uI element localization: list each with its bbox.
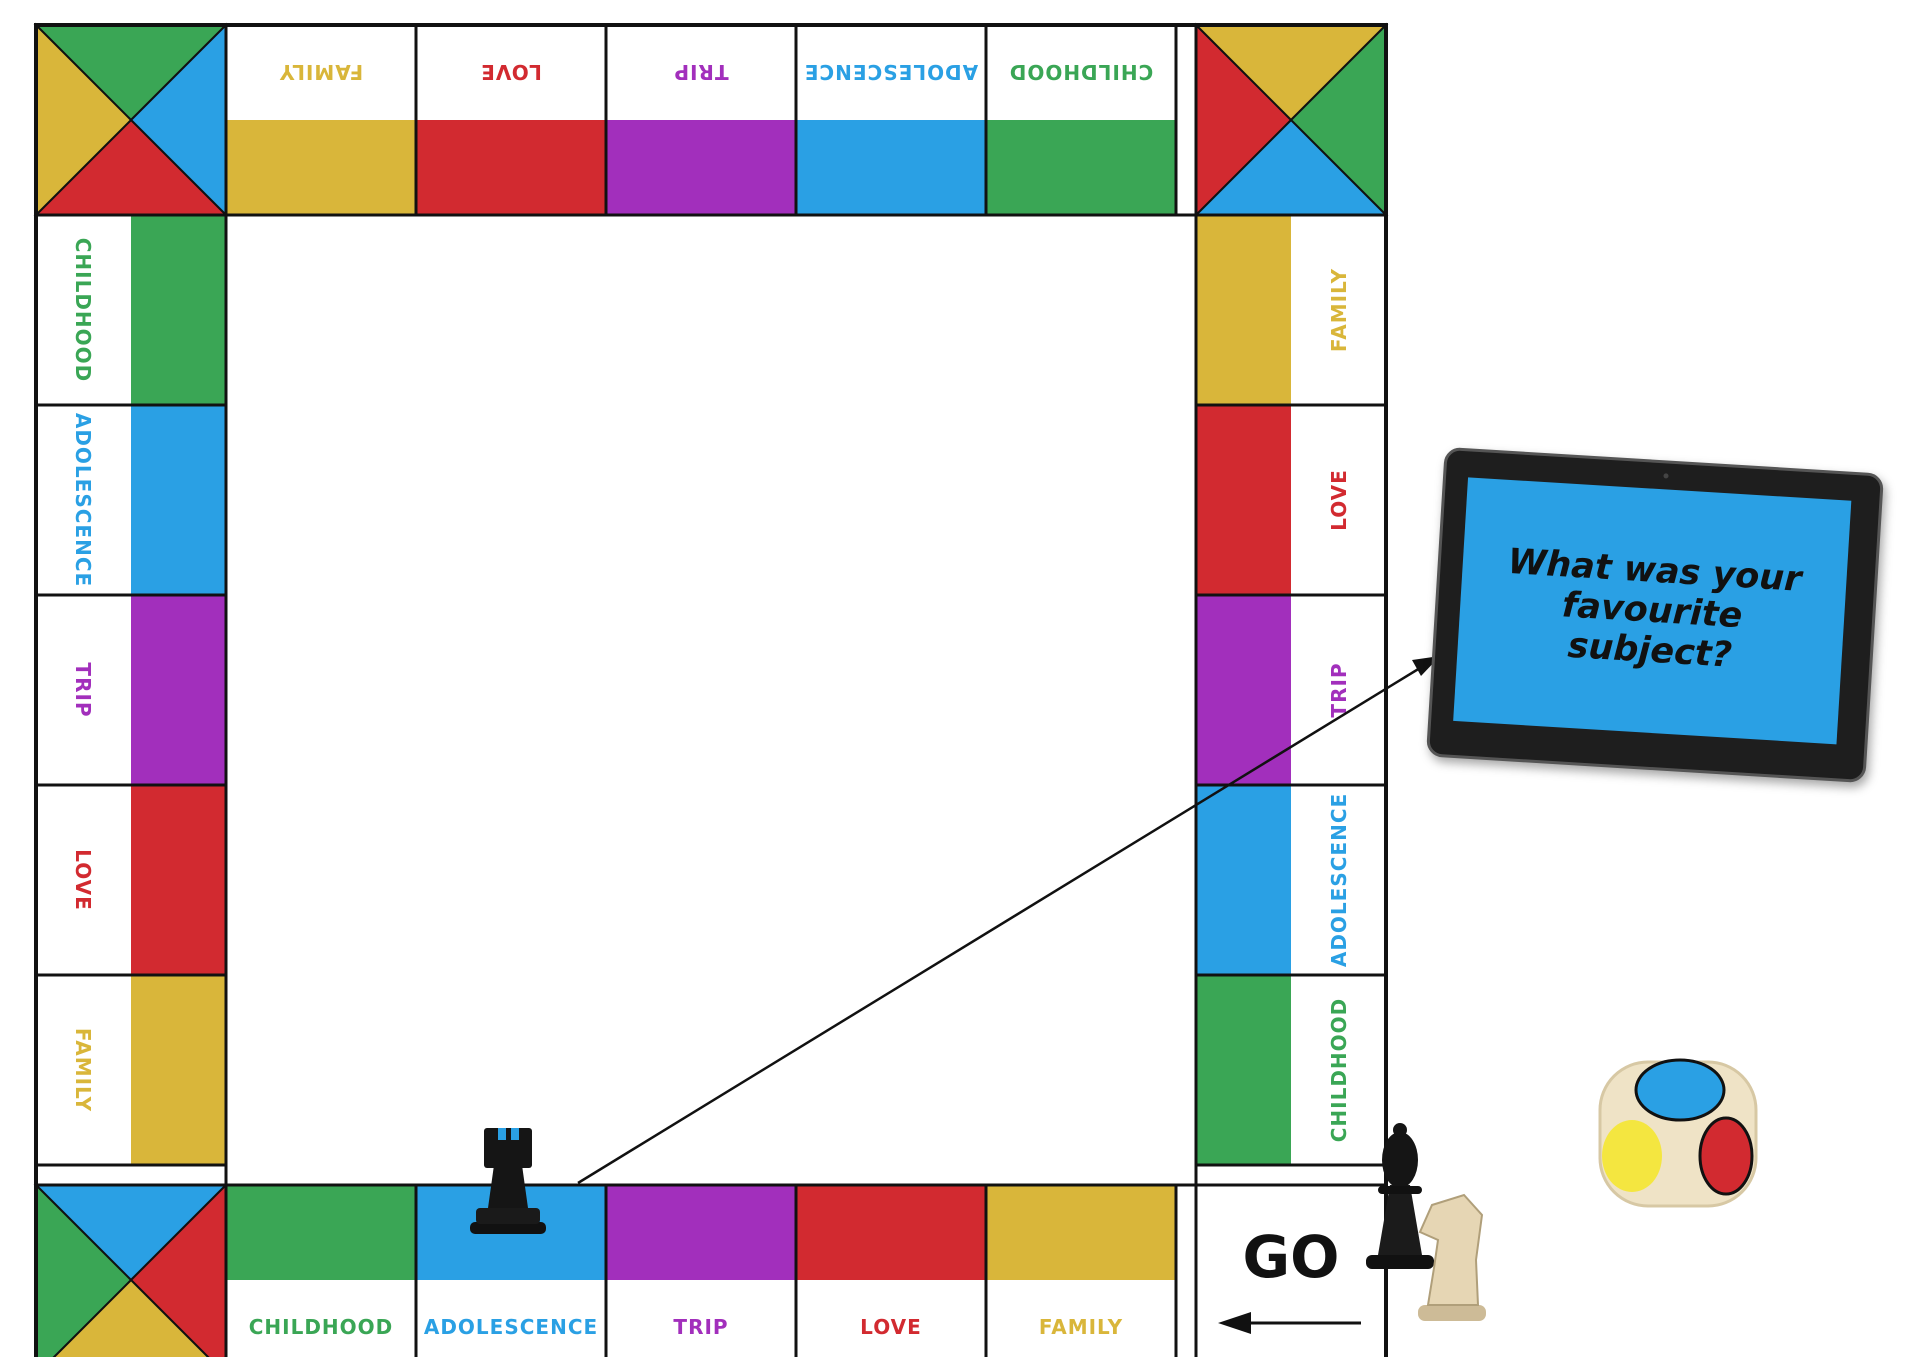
go-direction-arrowhead bbox=[1218, 1312, 1251, 1334]
left-space-adolescence-color[interactable] bbox=[131, 405, 226, 595]
rook-base bbox=[470, 1222, 546, 1234]
top-space-adolescence-label: ADOLESCENCE bbox=[804, 60, 978, 84]
left-space-love-label: LOVE bbox=[71, 849, 95, 911]
board-border bbox=[34, 23, 1388, 1357]
knight-body bbox=[1418, 1193, 1484, 1306]
die-face-top bbox=[1634, 1058, 1726, 1122]
rook-foot bbox=[476, 1208, 540, 1224]
top-space-trip-color[interactable] bbox=[606, 120, 796, 215]
right-space-adolescence-color[interactable] bbox=[1196, 785, 1291, 975]
right-space-childhood-color[interactable] bbox=[1196, 975, 1291, 1165]
board-inner-border bbox=[224, 213, 1198, 1187]
right-space-love-label: LOVE bbox=[1327, 469, 1351, 531]
left-space-trip-color[interactable] bbox=[131, 595, 226, 785]
right-space-trip-color[interactable] bbox=[1196, 595, 1291, 785]
left-space-family-color[interactable] bbox=[131, 975, 226, 1165]
left-space-childhood-color[interactable] bbox=[131, 215, 226, 405]
bishop-base bbox=[1366, 1255, 1434, 1269]
tablet-screen[interactable]: What was your favourite subject? bbox=[1453, 477, 1852, 745]
bottom-space-trip-label: TRIP bbox=[673, 1315, 728, 1339]
bishop-body bbox=[1378, 1185, 1422, 1255]
go-space[interactable] bbox=[1194, 1183, 1388, 1357]
go-label: GO bbox=[1243, 1223, 1340, 1291]
tablet-frame: What was your favourite subject? bbox=[1425, 446, 1885, 784]
right-space-childhood-label: CHILDHOOD bbox=[1327, 998, 1351, 1143]
top-space-adolescence-color[interactable] bbox=[796, 120, 986, 215]
tablet-camera bbox=[1663, 473, 1669, 479]
bottom-space-trip-color[interactable] bbox=[606, 1185, 796, 1280]
rook-crenel-1 bbox=[498, 1128, 506, 1140]
left-space-adolescence-label: ADOLESCENCE bbox=[71, 413, 95, 587]
bottom-space-love-color[interactable] bbox=[796, 1185, 986, 1280]
rook-body bbox=[488, 1165, 528, 1208]
right-space-adolescence-label: ADOLESCENCE bbox=[1327, 793, 1351, 967]
board-background bbox=[36, 25, 1386, 1357]
right-space-family-label: FAMILY bbox=[1327, 268, 1351, 352]
die-face-right bbox=[1698, 1116, 1754, 1196]
pointer-arrow-line bbox=[577, 666, 1421, 1185]
bottom-space-childhood-color[interactable] bbox=[226, 1185, 416, 1280]
bottom-space-love-label: LOVE bbox=[860, 1315, 922, 1339]
top-space-love-label: LOVE bbox=[480, 60, 542, 84]
left-space-childhood-label: CHILDHOOD bbox=[71, 238, 95, 383]
left-space-love-color[interactable] bbox=[131, 785, 226, 975]
bottom-space-family-label: FAMILY bbox=[1039, 1315, 1123, 1339]
bishop-top bbox=[1393, 1123, 1407, 1137]
right-space-love-color[interactable] bbox=[1196, 405, 1291, 595]
right-space-family-color[interactable] bbox=[1196, 215, 1291, 405]
bishop-head bbox=[1382, 1132, 1418, 1188]
top-space-trip-label: TRIP bbox=[673, 60, 728, 84]
top-space-family-label: FAMILY bbox=[279, 60, 363, 84]
left-space-trip-label: TRIP bbox=[71, 662, 95, 717]
top-space-childhood-color[interactable] bbox=[986, 120, 1176, 215]
die-face-left bbox=[1602, 1120, 1662, 1192]
question-tablet: What was your favourite subject? bbox=[1425, 446, 1885, 784]
bottom-space-adolescence-label: ADOLESCENCE bbox=[424, 1315, 598, 1339]
left-space-family-label: FAMILY bbox=[71, 1028, 95, 1112]
top-space-love-color[interactable] bbox=[416, 120, 606, 215]
bottom-space-childhood-label: CHILDHOOD bbox=[249, 1315, 394, 1339]
question-text: What was your favourite subject? bbox=[1506, 541, 1803, 676]
right-space-trip-label: TRIP bbox=[1327, 662, 1351, 717]
bottom-space-family-color[interactable] bbox=[986, 1185, 1176, 1280]
rook-head bbox=[484, 1128, 532, 1168]
bishop-collar bbox=[1378, 1186, 1422, 1194]
top-space-family-color[interactable] bbox=[226, 120, 416, 215]
knight-base bbox=[1418, 1305, 1486, 1321]
top-space-childhood-label: CHILDHOOD bbox=[1009, 60, 1154, 84]
rook-crenel-2 bbox=[511, 1128, 519, 1140]
